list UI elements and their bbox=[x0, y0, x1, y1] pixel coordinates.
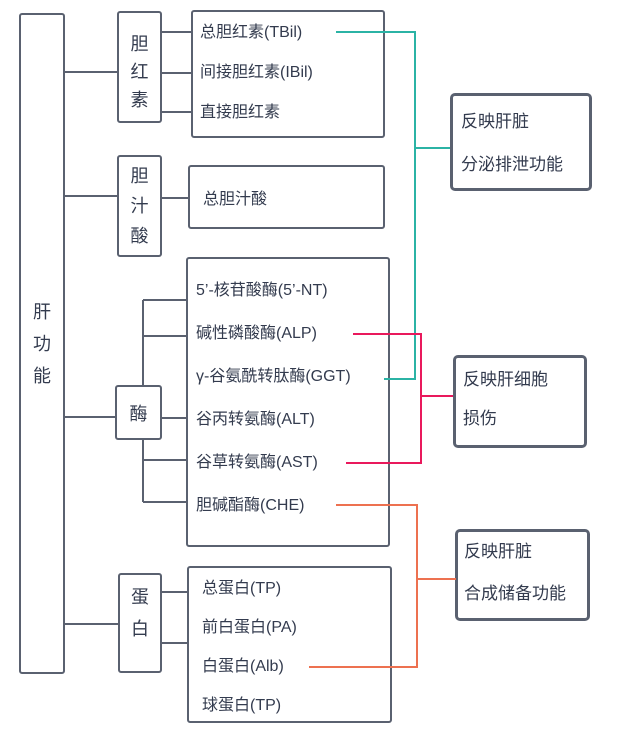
item-total-bile-acid: 总胆汁酸 bbox=[203, 191, 268, 208]
category-bilirubin: 胆 红 素 bbox=[117, 11, 162, 123]
item-indirect-bilirubin: 间接胆红素(IBil) bbox=[200, 63, 313, 81]
note-synthesis-reserve: 反映肝脏 合成储备功能 bbox=[455, 529, 590, 621]
item-total-protein: 总蛋白(TP) bbox=[202, 580, 282, 597]
category-char: 红 bbox=[130, 62, 149, 82]
note-hepatocyte-damage: 反映肝细胞 损伤 bbox=[453, 355, 587, 448]
note-line: 反映肝脏 bbox=[464, 542, 532, 561]
item-alp: 碱性磷酸酶(ALP) bbox=[196, 324, 317, 342]
root-char: 功 bbox=[33, 333, 51, 354]
category-char: 白 bbox=[131, 619, 149, 639]
root-node-liver-function: 肝 功 能 bbox=[19, 13, 65, 674]
root-char: 肝 bbox=[33, 301, 51, 322]
note-line: 损伤 bbox=[463, 408, 497, 428]
note-line: 反映肝脏 bbox=[461, 112, 529, 131]
category-char: 酶 bbox=[129, 403, 148, 424]
category-char: 胆 bbox=[130, 166, 149, 186]
item-alt: 谷丙转氨酶(ALT) bbox=[196, 410, 315, 428]
item-prealbumin: 前白蛋白(PA) bbox=[202, 619, 297, 636]
item-ggt: γ-谷氨酰转肽酶(GGT) bbox=[196, 367, 351, 385]
category-char: 汁 bbox=[130, 196, 149, 216]
item-box-protein: 总蛋白(TP) 前白蛋白(PA) 白蛋白(Alb) 球蛋白(TP) bbox=[187, 566, 392, 723]
category-char: 酸 bbox=[130, 226, 149, 246]
item-che: 胆碱酯酶(CHE) bbox=[196, 496, 305, 514]
category-bile-acid: 胆 汁 酸 bbox=[117, 155, 162, 257]
note-line: 反映肝细胞 bbox=[463, 369, 548, 389]
item-direct-bilirubin: 直接胆红素 bbox=[200, 103, 281, 121]
note-line: 分泌排泄功能 bbox=[461, 155, 563, 174]
note-line: 合成储备功能 bbox=[464, 584, 566, 603]
item-albumin: 白蛋白(Alb) bbox=[202, 658, 284, 675]
note-secretion-excretion: 反映肝脏 分泌排泄功能 bbox=[450, 93, 592, 191]
item-ast: 谷草转氨酶(AST) bbox=[196, 453, 318, 471]
category-protein: 蛋 白 bbox=[118, 573, 162, 673]
root-char: 能 bbox=[33, 365, 51, 386]
item-5nt: 5’-核苷酸酶(5’-NT) bbox=[196, 281, 328, 299]
item-total-bilirubin: 总胆红素(TBil) bbox=[200, 23, 303, 41]
item-box-enzyme: 5’-核苷酸酶(5’-NT) 碱性磷酸酶(ALP) γ-谷氨酰转肽酶(GGT) … bbox=[186, 257, 390, 547]
item-box-bile-acid: 总胆汁酸 bbox=[188, 165, 385, 229]
item-globulin: 球蛋白(TP) bbox=[202, 697, 282, 714]
category-char: 蛋 bbox=[131, 587, 149, 607]
category-char: 胆 bbox=[130, 34, 149, 54]
category-char: 素 bbox=[130, 90, 149, 110]
category-enzyme: 酶 bbox=[115, 385, 162, 440]
item-box-bilirubin: 总胆红素(TBil) 间接胆红素(IBil) 直接胆红素 bbox=[191, 10, 385, 138]
